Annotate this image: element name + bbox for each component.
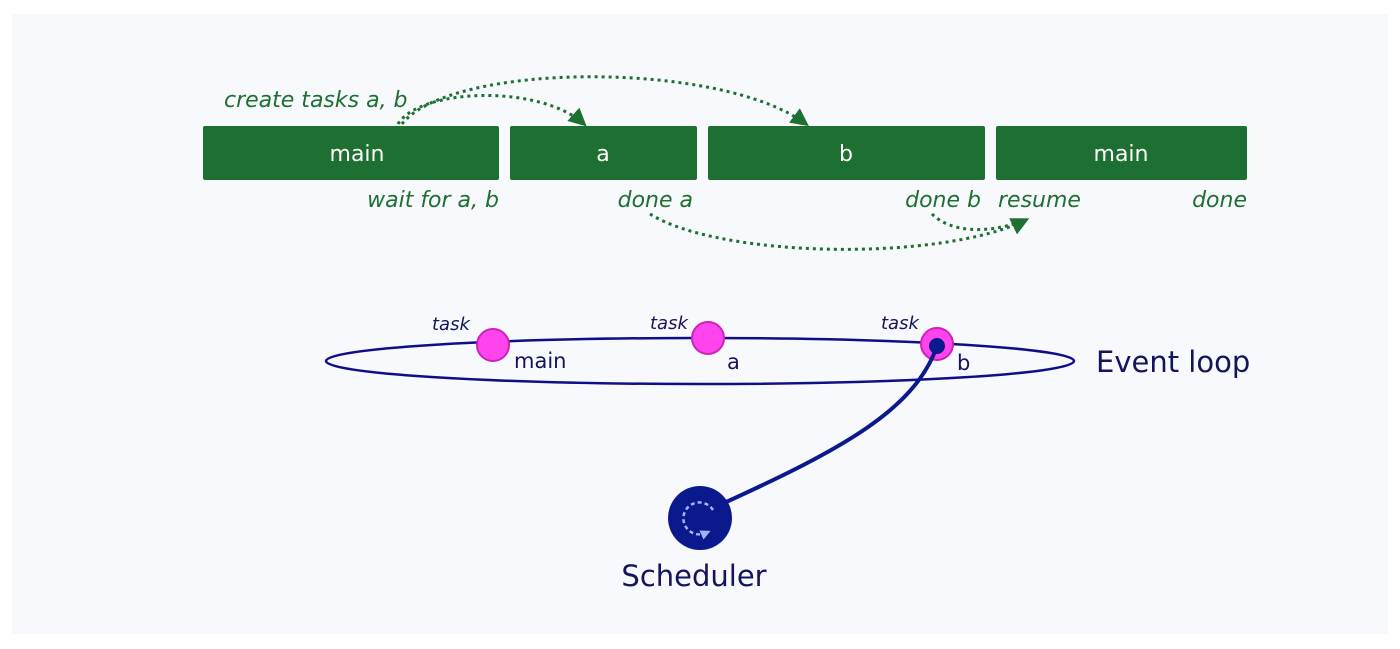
cycle-arrow-icon [682, 501, 715, 540]
scheduler: Scheduler [621, 338, 945, 593]
scheduler-pointer-dot [929, 338, 945, 354]
timeline-box-main-1: main [203, 126, 499, 180]
scheduler-label: Scheduler [621, 559, 766, 593]
task-main-name: main [514, 349, 566, 373]
task-main-tag: task [432, 314, 471, 335]
timeline-box-a: a [510, 126, 697, 180]
timeline-box-main-2: main [996, 126, 1247, 180]
done-b-label: done b [905, 188, 981, 213]
timeline-box-b: b [708, 126, 985, 180]
timeline-box-main-2-label: main [1094, 142, 1149, 167]
event-loop-title: Event loop [1096, 345, 1250, 379]
task-main: task main [432, 314, 566, 373]
task-a: task a [650, 313, 740, 374]
scheduler-link [723, 345, 939, 505]
task-a-dot [691, 321, 725, 355]
timeline-box-a-label: a [596, 142, 609, 167]
event-loop: Event loop task main task a task b [324, 313, 1250, 386]
arrow-main-to-b [400, 75, 809, 127]
task-b-tag: task [881, 313, 920, 334]
done-label: done [1192, 188, 1247, 213]
done-a-label: done a [618, 188, 693, 213]
task-a-name: a [727, 350, 740, 374]
arrow-main-to-a [396, 94, 587, 127]
scheduler-node [668, 486, 732, 550]
timeline: create tasks a, b main a b main wait for… [203, 75, 1247, 251]
timeline-box-b-label: b [839, 142, 853, 167]
task-a-tag: task [650, 313, 689, 334]
task-b-name: b [957, 351, 970, 375]
task-main-dot [476, 328, 510, 362]
create-tasks-label: create tasks a, b [224, 88, 408, 113]
resume-label: resume [998, 188, 1081, 213]
arrow-done-b-to-resume [930, 212, 1021, 232]
wait-label: wait for a, b [367, 188, 499, 213]
timeline-box-main-1-label: main [330, 142, 385, 167]
